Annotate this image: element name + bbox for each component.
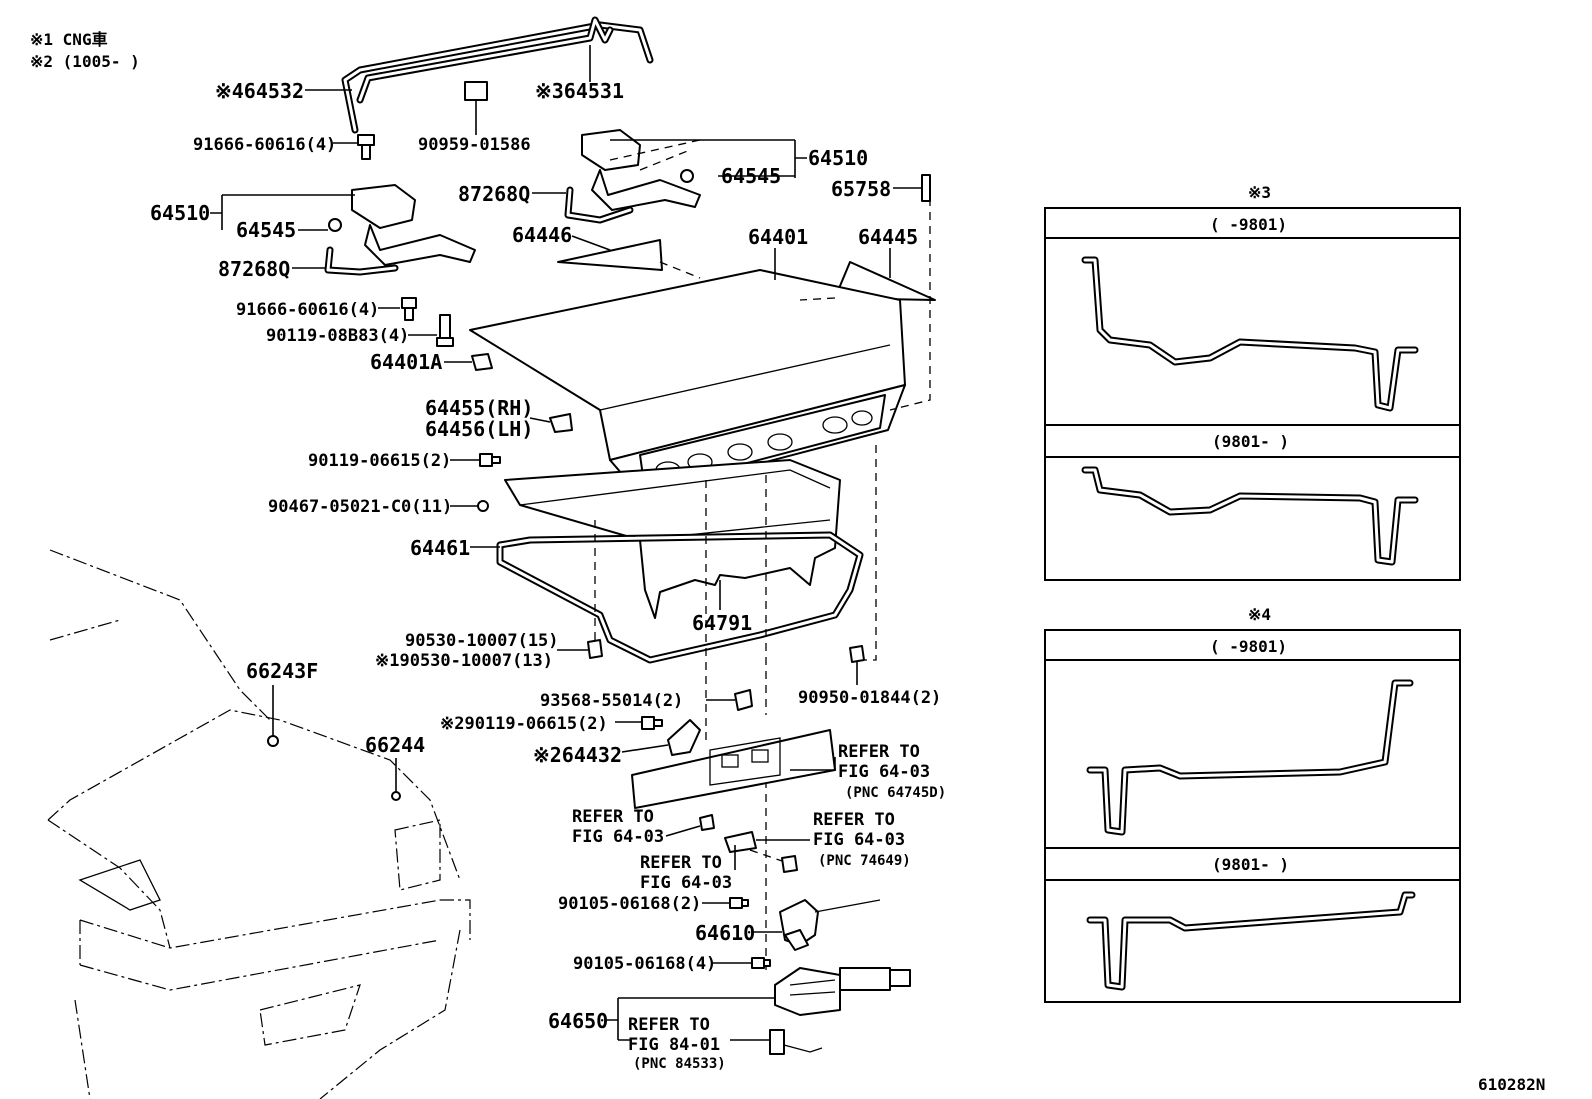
label-64510-left: 64510 bbox=[150, 201, 210, 225]
clip-icon bbox=[477, 500, 489, 512]
clip-icon bbox=[587, 639, 603, 659]
label-64455-RH: 64455(RH) bbox=[425, 396, 533, 420]
clip-icon bbox=[781, 855, 798, 873]
inset4-mark: ※4 bbox=[1248, 605, 1271, 624]
ref4-refer-to: REFER TO bbox=[640, 853, 722, 873]
inset3-top-range: ( -9801) bbox=[1210, 215, 1287, 234]
plug-icon bbox=[921, 174, 931, 202]
ref2-refer-to: REFER TO bbox=[572, 807, 654, 827]
torsion-bar-variant-late bbox=[1081, 466, 1419, 566]
cushion-icon bbox=[471, 353, 493, 371]
ref1-pnc: (PNC 64745D) bbox=[845, 785, 946, 801]
label-64545-right: 64545 bbox=[721, 164, 781, 188]
bolt-icon bbox=[641, 716, 663, 730]
clip-icon bbox=[464, 81, 488, 101]
label-64650: 64650 bbox=[548, 1009, 608, 1033]
label-90119-08B83: 90119-08B83(4) bbox=[266, 326, 409, 346]
torsion-bar-variant-early-2 bbox=[1086, 679, 1414, 836]
lock-icon bbox=[779, 899, 881, 951]
inset-3-box bbox=[1044, 207, 1461, 581]
label-64445: 64445 bbox=[858, 225, 918, 249]
torsion-bar-variant-late-2 bbox=[1086, 891, 1416, 991]
inset3-mark: ※3 bbox=[1248, 183, 1271, 202]
screw-icon bbox=[734, 689, 753, 711]
inset4-top-range: ( -9801) bbox=[1210, 637, 1287, 656]
label-66243F: 66243F bbox=[246, 659, 318, 683]
switch-icon bbox=[724, 831, 757, 853]
garnish-panel bbox=[631, 729, 836, 809]
bracket-icon bbox=[667, 719, 701, 756]
ref3-refer-to: REFER TO bbox=[813, 810, 895, 830]
label-64610: 64610 bbox=[695, 921, 755, 945]
weatherstrip bbox=[496, 531, 864, 664]
cushion-icon bbox=[849, 645, 865, 663]
label-66244: 66244 bbox=[365, 733, 425, 757]
label-93568-55014: 93568-55014(2) bbox=[540, 691, 683, 711]
ref5-fig: FIG 84-01 bbox=[628, 1035, 720, 1055]
label-90105-06168-2: 90105-06168(2) bbox=[558, 894, 701, 914]
grommet-icon bbox=[267, 735, 279, 747]
label-64510-right: 64510 bbox=[808, 146, 868, 170]
ref5-refer-to: REFER TO bbox=[628, 1015, 710, 1035]
label-64446: 64446 bbox=[512, 223, 572, 247]
ref5-pnc: (PNC 84533) bbox=[633, 1056, 726, 1072]
label-90119-06615-2: ※290119-06615(2) bbox=[440, 714, 608, 734]
trunk-lid-panel bbox=[469, 269, 906, 496]
label-90530-10007-15: 90530-10007(15) bbox=[405, 631, 559, 651]
ref3-pnc: (PNC 74649) bbox=[818, 853, 911, 869]
label-64432: ※264432 bbox=[533, 743, 622, 767]
ref1-refer-to: REFER TO bbox=[838, 742, 920, 762]
bolt-icon bbox=[751, 957, 771, 969]
label-64532: ※464532 bbox=[215, 79, 304, 103]
bolt-icon bbox=[436, 314, 454, 347]
label-64401: 64401 bbox=[748, 225, 808, 249]
switch-icon bbox=[769, 1029, 823, 1055]
label-64461: 64461 bbox=[410, 536, 470, 560]
ref3-fig: FIG 64-03 bbox=[813, 830, 905, 850]
label-90530-10007-13: ※190530-10007(13) bbox=[375, 651, 553, 671]
label-87268Q-right: 87268Q bbox=[458, 182, 530, 206]
label-64791: 64791 bbox=[692, 611, 752, 635]
car-body-rear bbox=[47, 549, 471, 1099]
label-91666-60616-lower: 91666-60616(4) bbox=[236, 300, 379, 320]
torsion-bar-variant-early bbox=[1081, 256, 1419, 412]
torsion-bar-assembly bbox=[341, 16, 654, 134]
label-64456-LH: 64456(LH) bbox=[425, 417, 533, 441]
bolt-icon bbox=[401, 297, 417, 321]
label-64401A: 64401A bbox=[370, 350, 442, 374]
ref4-fig: FIG 64-03 bbox=[640, 873, 732, 893]
label-90467-05021: 90467-05021-C0(11) bbox=[268, 497, 452, 517]
note-cng: ※1 CNG車 bbox=[30, 30, 108, 49]
label-90950-01844: 90950-01844(2) bbox=[798, 688, 941, 708]
figure-number: 610282N bbox=[1478, 1075, 1545, 1094]
ref2-fig: FIG 64-03 bbox=[572, 827, 664, 847]
inset3-bottom-range: (9801- ) bbox=[1212, 432, 1289, 451]
note-date-range: ※2 (1005- ) bbox=[30, 52, 140, 71]
grommet-icon bbox=[391, 791, 401, 801]
label-91666-60616-upper: 91666-60616(4) bbox=[193, 135, 336, 155]
label-90959-01586: 90959-01586 bbox=[418, 135, 531, 155]
inset4-bottom-range: (9801- ) bbox=[1212, 855, 1289, 874]
label-65758: 65758 bbox=[831, 177, 891, 201]
retainer-icon bbox=[549, 413, 573, 433]
ref1-fig: FIG 64-03 bbox=[838, 762, 930, 782]
screw-icon bbox=[699, 814, 715, 831]
label-90119-06615: 90119-06615(2) bbox=[308, 451, 451, 471]
label-64545-left: 64545 bbox=[236, 218, 296, 242]
label-90105-06168-4: 90105-06168(4) bbox=[573, 954, 716, 974]
bolt-icon bbox=[479, 453, 501, 467]
bolt-icon bbox=[729, 897, 749, 909]
pad-left-icon bbox=[557, 239, 663, 271]
inset-4-box bbox=[1044, 629, 1461, 1003]
bolt-icon bbox=[357, 134, 375, 160]
label-87268Q-left: 87268Q bbox=[218, 257, 290, 281]
hinge-left-icon bbox=[328, 184, 476, 266]
label-64531: ※364531 bbox=[535, 79, 624, 103]
lock-actuator-icon bbox=[774, 967, 911, 1016]
